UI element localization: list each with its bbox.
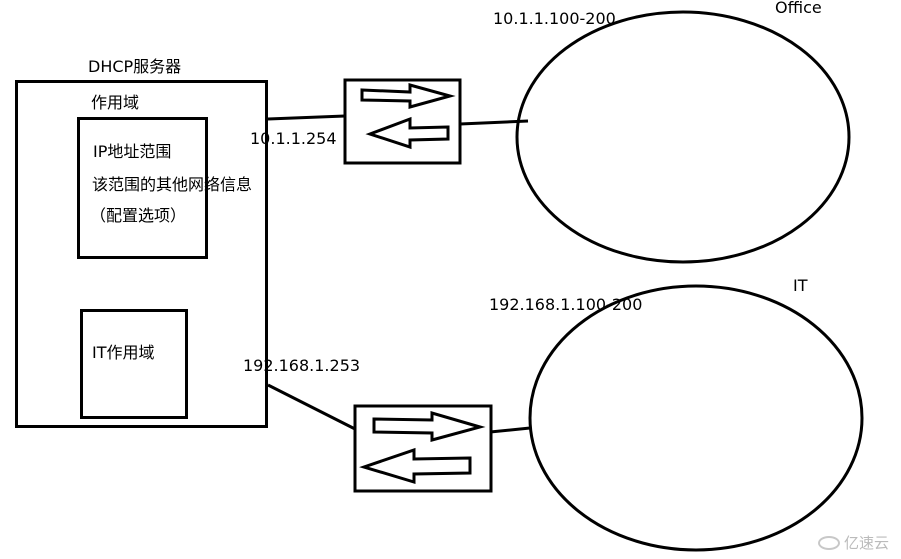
office-ip-range: 10.1.1.100-200 xyxy=(493,9,616,28)
right-arrow-icon xyxy=(372,411,486,442)
dhcp-server-box xyxy=(15,80,268,428)
dhcp-server-title: DHCP服务器 xyxy=(88,57,182,76)
it-network-name: IT xyxy=(793,276,808,295)
right-arrow-icon xyxy=(360,83,456,109)
it-network-ellipse xyxy=(528,284,864,552)
it-ip-range: 192.168.1.100-200 xyxy=(489,295,643,314)
top-gateway-ip: 10.1.1.254 xyxy=(250,129,337,148)
top-router-to-office-line xyxy=(459,119,529,126)
scope-box xyxy=(77,117,208,259)
office-network-ellipse xyxy=(515,10,851,264)
it-scope-box xyxy=(80,309,188,419)
bottom-gateway-ip: 192.168.1.253 xyxy=(243,356,361,375)
scope-ip-range-label: IP地址范围 xyxy=(93,142,172,161)
left-arrow-icon xyxy=(359,447,472,485)
scope-network-info-label: 该范围的其他网络信息 xyxy=(92,175,253,194)
watermark: 亿速云 xyxy=(817,532,889,553)
office-network-name: Office xyxy=(775,0,822,17)
it-scope-label: IT作用域 xyxy=(92,343,155,362)
server-to-bottom-router-line xyxy=(267,383,358,432)
server-to-top-router-line xyxy=(267,114,346,121)
scope-label: 作用域 xyxy=(91,93,140,112)
cloud-logo-icon xyxy=(817,535,840,550)
watermark-text: 亿速云 xyxy=(843,534,889,552)
left-arrow-icon xyxy=(365,116,450,150)
top-router xyxy=(343,78,462,165)
bottom-router xyxy=(353,404,493,493)
scope-options-label: （配置选项） xyxy=(90,206,187,225)
